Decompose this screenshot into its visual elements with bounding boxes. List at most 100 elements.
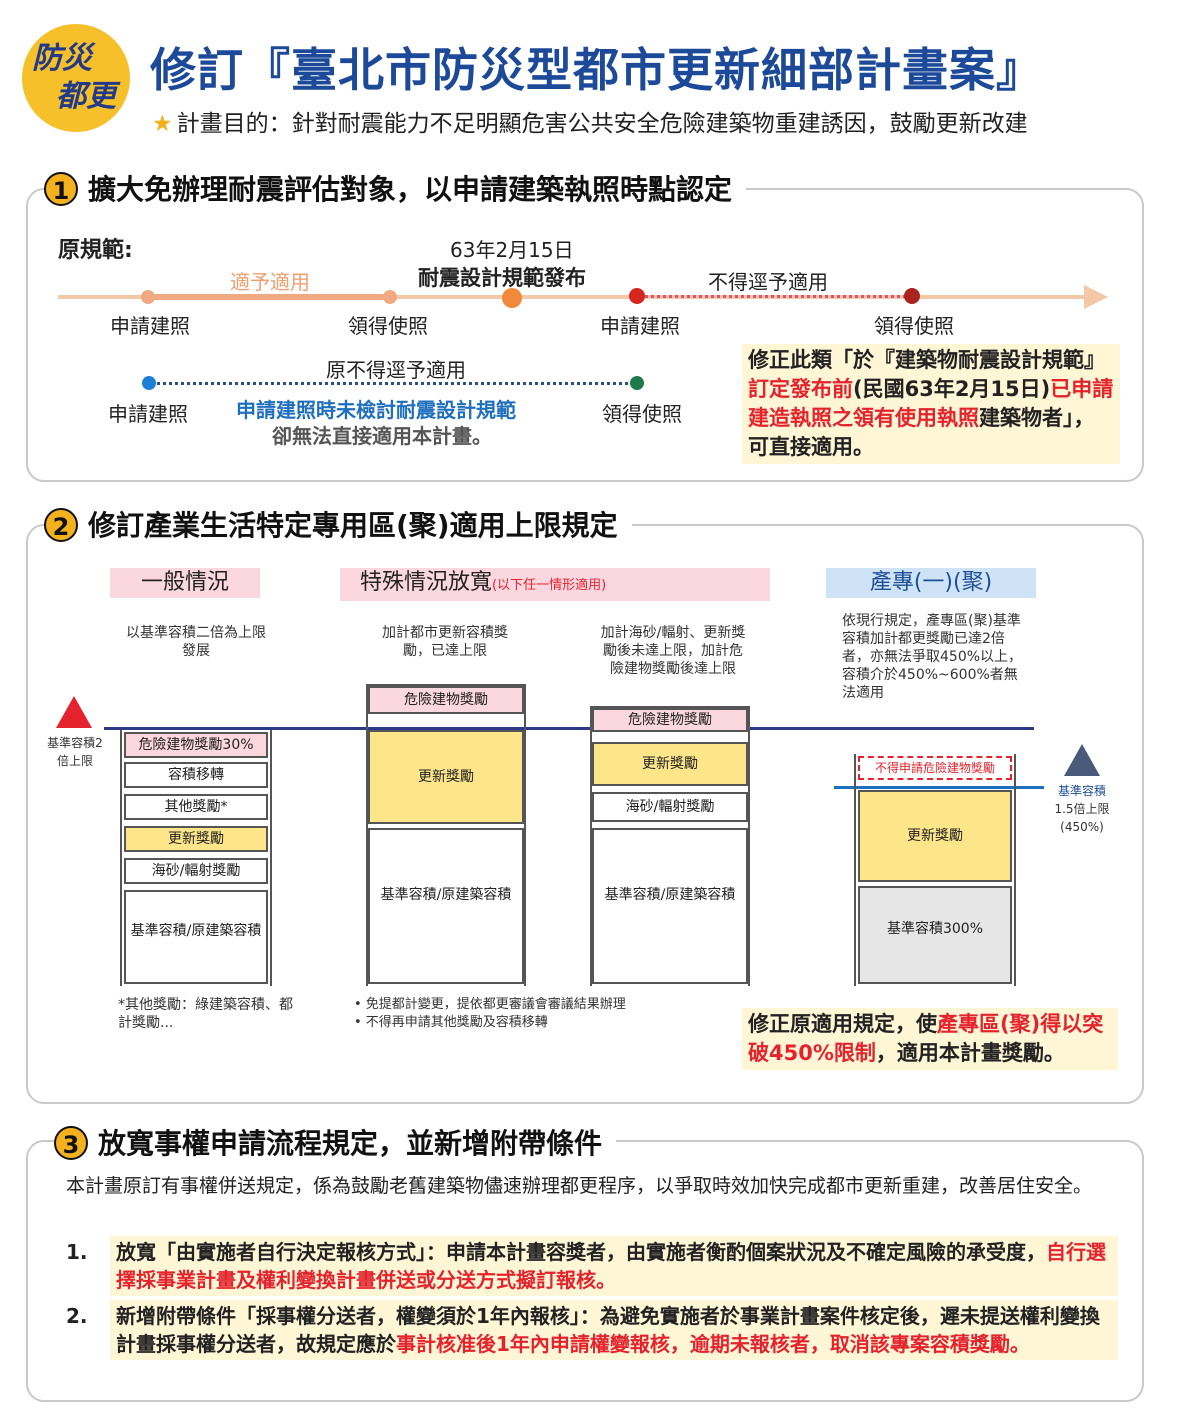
col1-bar-6: 基準容積/原建築容積 [124,890,268,984]
node-label-2: 領得使照 [348,314,428,338]
date-marker [502,288,522,308]
orig-label: 原規範: [58,238,133,263]
date-label: 63年2月15日 [450,238,574,262]
star-icon: ★ [152,111,173,137]
s2-note-p1: 修正原適用規定，使 [748,1012,937,1036]
col3-bar-1: 危險建物獎勵 [592,708,748,732]
footnote-2-2: • 不得再申請其他獎勵及容積移轉 [354,1015,548,1030]
right-warn-3: (450%) [1060,820,1104,834]
node-label-3: 申請建照 [600,314,680,338]
lower-node-label-2: 領得使照 [602,402,682,426]
item2-text: 新增附帶條件「採事權分送者，權變須於1年內報核」：為避免實施者於事業計畫案件核定… [110,1300,1118,1360]
col3-bar-3: 海砂/輻射獎勵 [592,792,748,822]
timeline-arrow-head [1084,285,1108,309]
node-label-4: 領得使照 [874,314,954,338]
date-event: 耐震設計規範發布 [418,266,586,290]
section3-heading-text: 放寬事權申請流程規定，並新增附帶條件 [98,1127,603,1160]
s1-note-p1: 修正此類「於『建築物耐震設計規範』 [748,348,1105,372]
right-warn-1: 基準容積 [1057,784,1106,798]
left-segment-line [148,294,390,300]
col1-bar-3: 其他獎勵* [124,794,268,820]
footnote-1: *其他獎勵：綠建築容積、都計獎勵... [118,997,293,1031]
col4-frame [854,754,1016,986]
left-segment-label: 適予適用 [230,270,310,294]
warning-icon-left [56,696,92,728]
col1-bar-4: 更新獎勵 [124,826,268,852]
warning-icon-right [1064,744,1100,776]
col1-desc: 以基準容積二倍為上限發展 [126,625,266,659]
left-warn-label: 基準容積2倍上限 [47,736,103,768]
logo-text-2: 都更 [56,79,116,114]
section3-heading: 3 放寬事權申請流程規定，並新增附帶條件 [54,1122,617,1162]
s2-note-p3: ，適用本計畫獎勵。 [875,1041,1065,1065]
item2-number: 2. [66,1304,88,1328]
footnote-2-1: • 免提都計變更，提依都更審議會審議結果辦理 [354,997,626,1012]
right-segment-label: 不得逕予適用 [708,270,828,294]
item2-text-a: 新增附帶條件「採事權分送者，權變須於1年內報核」：為避免實施者於事業計畫案件核定… [116,1304,1100,1356]
purpose-line: ★計畫目的：針對耐震能力不足明顯危害公共安全危險建築物重建誘因，鼓勵更新改建 [152,104,1028,138]
node-label-1: 申請建照 [110,314,190,338]
node-apply-2 [629,288,645,304]
col1-bar-1: 危險建物獎勵30% [124,732,268,758]
section1-number: 1 [44,172,78,206]
timeline-line [58,295,1088,299]
item1-text-b: 自行選擇採事業計畫及權利變換計畫併送或分送方式擬訂報核。 [116,1240,1106,1292]
col2-bar-3: 基準容積/原建築容積 [368,828,524,984]
col2-title-band: 特殊情況放寬(以下任一情形適用) [340,568,770,601]
s1-note-p2: 訂定發布前 [748,377,853,401]
right-warn-2: 1.5倍上限 [1054,802,1110,816]
s1-note-p3: (民國63年2月15日) [853,377,1051,401]
s2-note-p2: 產專區(聚)得以突破450%限制 [748,1012,1104,1065]
col2-frame [366,684,526,986]
section2-number: 2 [44,508,78,542]
right-segment-line [640,295,912,298]
section1-heading: 1 擴大免辦理耐震評估對象，以申請建築執照時點認定 [44,168,747,208]
col4-desc: 依現行規定，產專區(聚)基準容積加計都更獎勵已達2倍者，亦無法爭取450%以上，… [842,613,1023,701]
limit-line-2x [104,727,1034,730]
col1-bar-5: 海砂/輻射獎勵 [124,858,268,884]
col3-bar-4: 基準容積/原建築容積 [592,828,748,984]
item2-text-b: 事計核准後1年內申請權變報核，逾期未報核者，取消該專案容積獎勵。 [396,1332,1030,1356]
section1-note: 修正此類「於『建築物耐震設計規範』訂定發布前(民國63年2月15日)已申請建造執… [742,344,1120,464]
col4-title: 產專(一)(聚) [826,568,1036,598]
limit-line-15x [834,786,1044,789]
col3-desc: 加計海砂/輻射、更新獎勵後未達上限，加計危險建物獎勵後達上限 [600,625,746,677]
col2-desc: 加計都市更新容積獎勵，已達上限 [382,625,508,659]
lower-desc-1: 申請建照時未檢討耐震設計規範 [236,398,516,422]
item1-number: 1. [66,1240,88,1264]
col1-bar-2: 容積移轉 [124,762,268,788]
item1-text: 放寬「由實施者自行決定報核方式」：申請本計畫容獎者，由實施者衡酌個案狀況及不確定… [110,1236,1118,1296]
section3-intro: 本計畫原訂有事權併送規定，係為鼓勵老舊建築物儘速辦理都更程序，以爭取時效加快完成… [66,1175,1093,1197]
col1-frame [120,730,272,986]
s1-note-p5: 建築物者」，可直接適用。 [748,406,1095,459]
col3-bar-2: 更新獎勵 [592,742,748,786]
section2-note: 修正原適用規定，使產專區(聚)得以突破450%限制，適用本計畫獎勵。 [742,1008,1118,1070]
node-apply-1 [141,290,155,304]
col2-sub: (以下任一情形適用) [492,578,607,593]
col4-bar-1: 不得申請危險建物獎勵 [858,756,1012,780]
lower-desc-2: 卻無法直接適用本計畫。 [272,424,492,448]
purpose-text: 計畫目的：針對耐震能力不足明顯危害公共安全危險建築物重建誘因，鼓勵更新改建 [176,111,1028,137]
lower-segment-line [150,382,636,385]
node-use-2 [904,288,920,304]
node-use-1 [383,290,397,304]
logo-text-1: 防災 [32,41,92,76]
col2-bar-1: 危險建物獎勵 [368,686,524,714]
section2-heading-text: 修訂產業生活特定專用區(聚)適用上限規定 [88,509,618,542]
lower-node-apply [142,376,156,390]
item1-text-a: 放寬「由實施者自行決定報核方式」：申請本計畫容獎者，由實施者衡酌個案狀況及不確定… [116,1240,1046,1264]
section2-heading: 2 修訂產業生活特定專用區(聚)適用上限規定 [44,504,632,544]
s1-note-p4: 已申請建造執照之領有使用執照 [748,377,1114,430]
col2-title: 特殊情況放寬 [360,570,493,595]
lower-segment-label: 原不得逕予適用 [326,358,466,382]
logo-badge: 防災 都更 [22,24,130,132]
lower-node-use [630,376,644,390]
col1-title: 一般情況 [110,568,260,598]
page-title: 修訂『臺北市防災型都市更新細部計畫案』 [150,43,1043,97]
col2-bar-2: 更新獎勵 [368,730,524,824]
section1-heading-text: 擴大免辦理耐震評估對象，以申請建築執照時點認定 [88,173,733,206]
col4-bar-3: 基準容積300% [858,886,1012,984]
col3-frame [590,706,750,986]
col4-bar-2: 更新獎勵 [858,790,1012,882]
section3-number: 3 [54,1126,88,1160]
